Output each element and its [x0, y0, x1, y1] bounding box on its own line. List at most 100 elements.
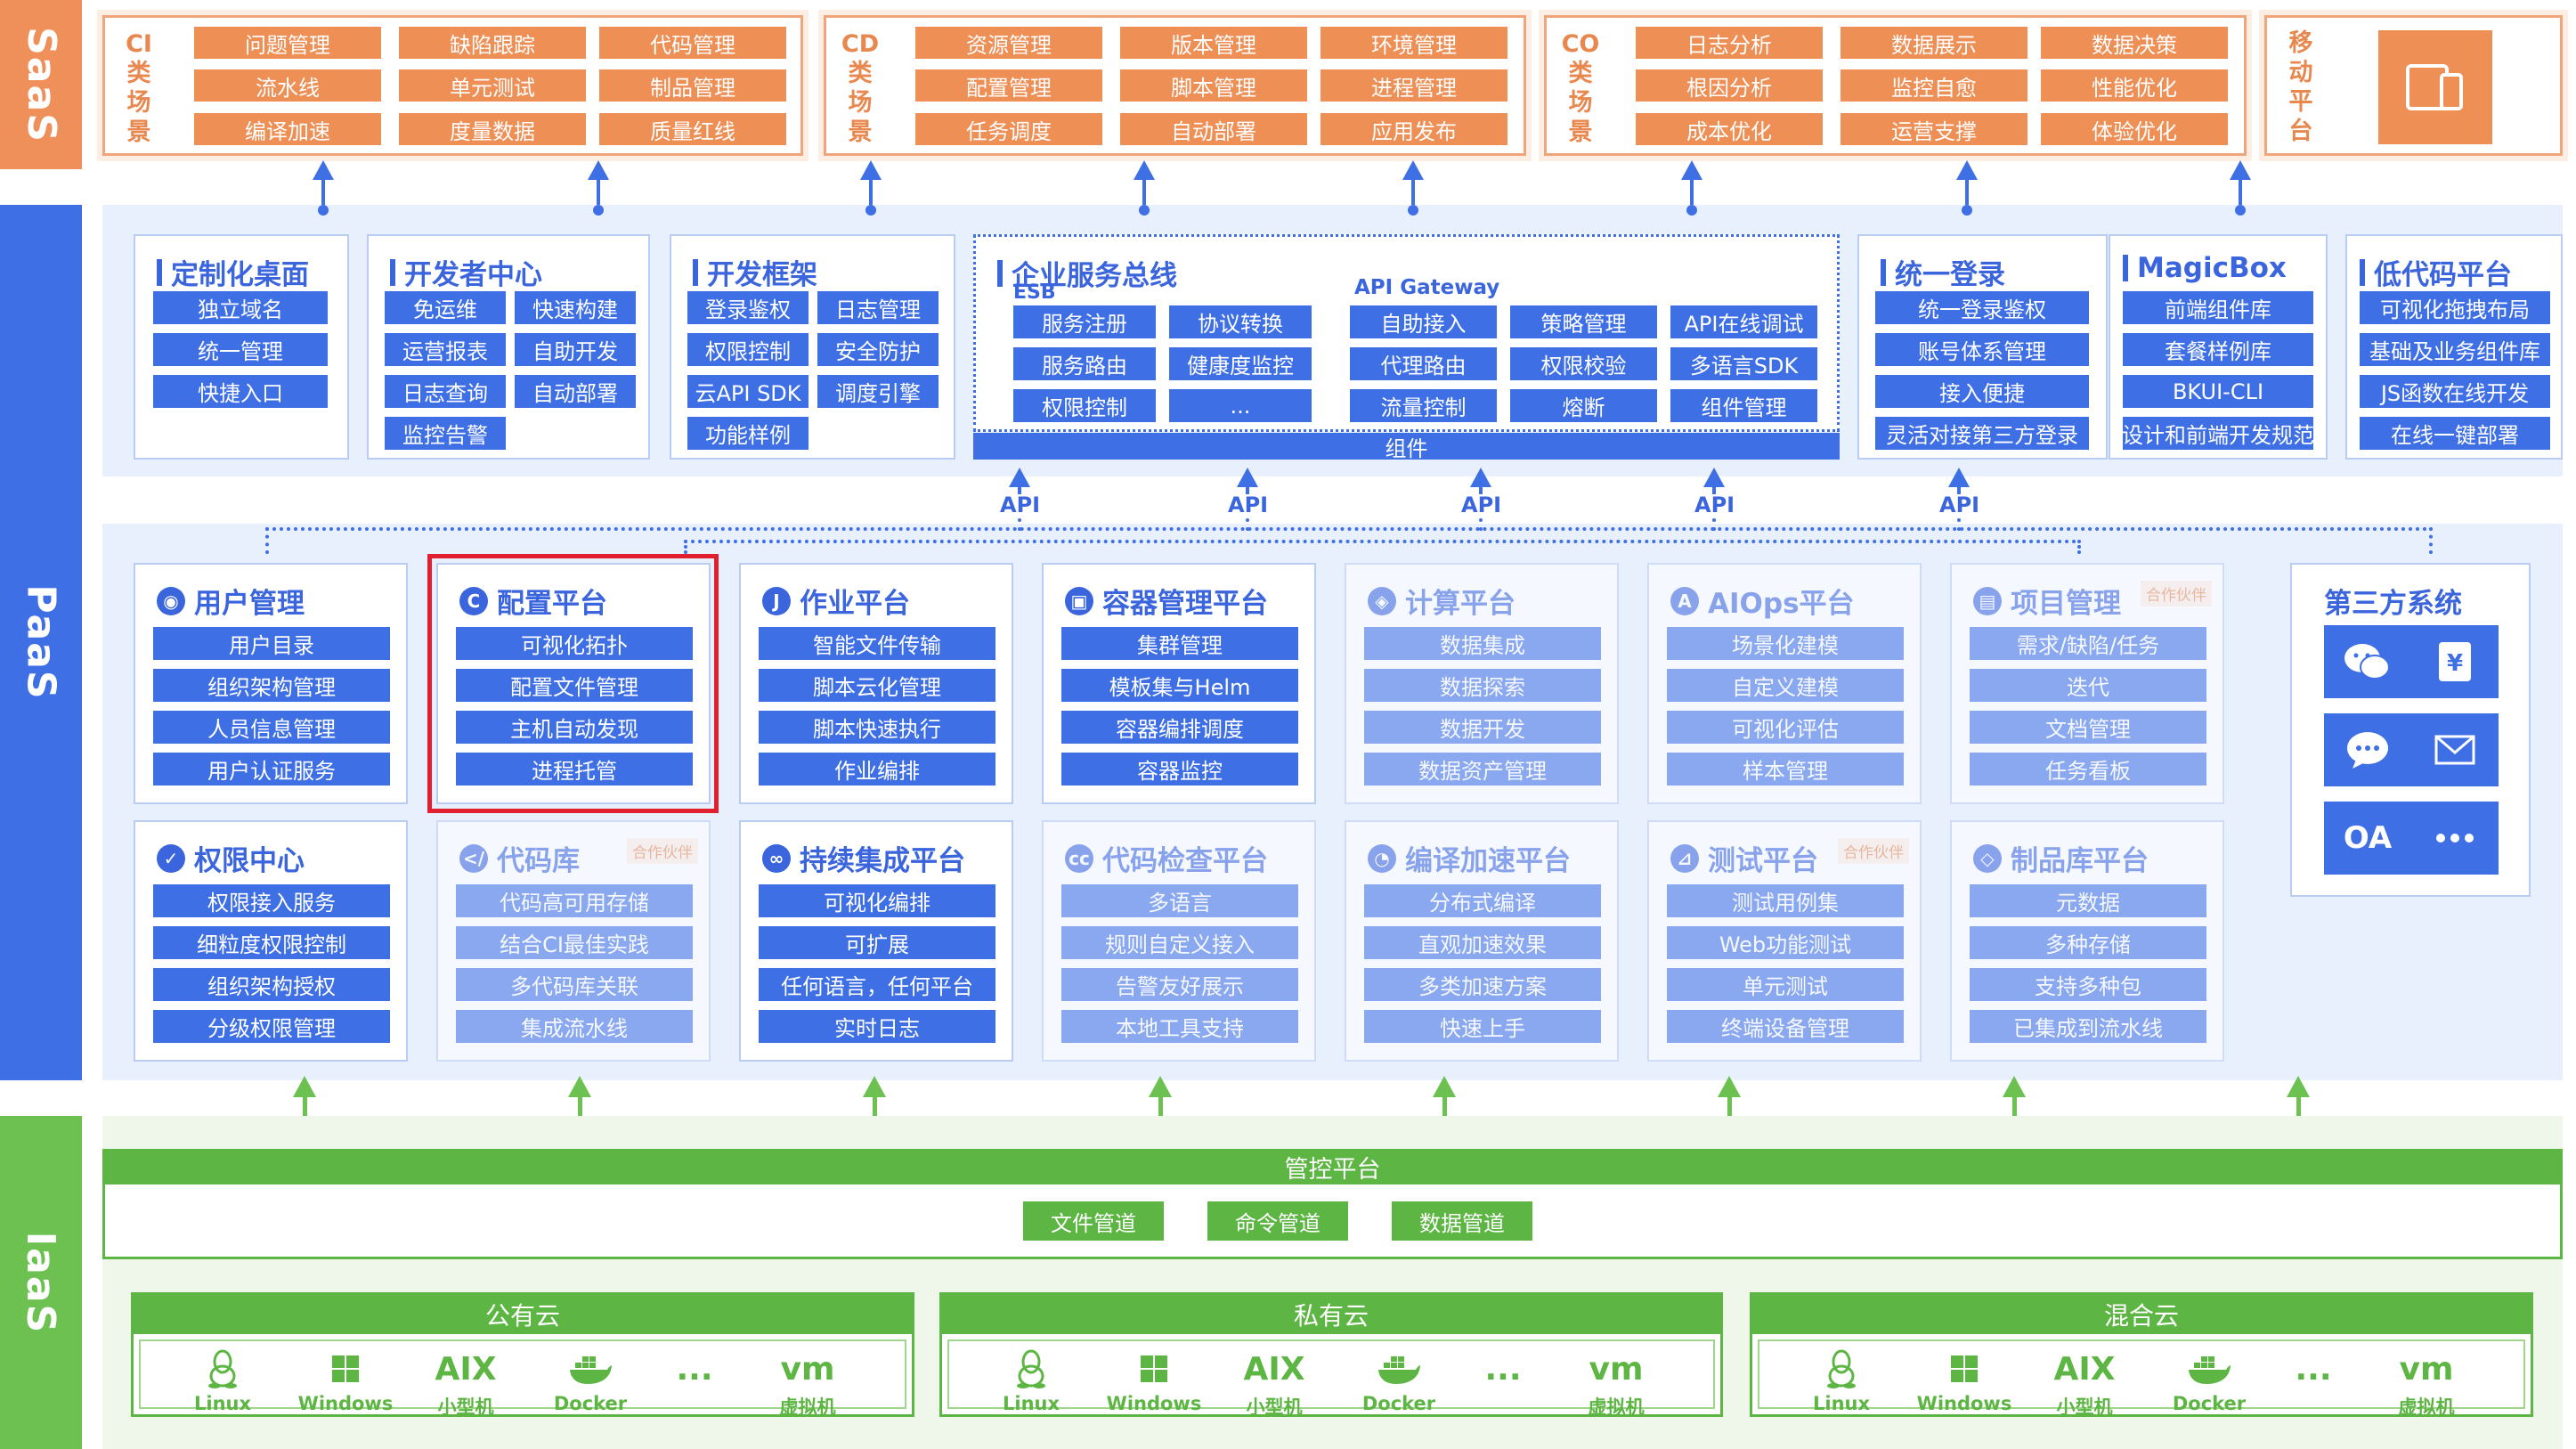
platform-item[interactable]: 迭代 — [1970, 669, 2206, 702]
framework-item[interactable]: 安全防护 — [817, 333, 939, 366]
platform-item[interactable]: 本地工具支持 — [1061, 1010, 1298, 1043]
gateway-item[interactable]: 流量控制 — [1350, 389, 1497, 422]
login-item[interactable]: 灵活对接第三方登录 — [1875, 417, 2089, 450]
platform-item[interactable]: 可扩展 — [759, 926, 995, 959]
platform-item[interactable]: 数据集成 — [1364, 627, 1601, 660]
co-scenario-item[interactable]: 性能优化 — [2041, 69, 2228, 102]
platform-item[interactable]: 需求/缺陷/任务 — [1970, 627, 2206, 660]
platform-item[interactable]: 多种存储 — [1970, 926, 2206, 959]
chat-icon[interactable] — [2324, 713, 2411, 786]
gateway-item[interactable]: 多语言SDK — [1670, 347, 1817, 380]
low-code-item[interactable]: 在线一键部署 — [2360, 417, 2550, 450]
dev-center-item[interactable]: 运营报表 — [385, 333, 506, 366]
login-item[interactable]: 统一登录鉴权 — [1875, 291, 2089, 324]
platform-item[interactable]: 自定义建模 — [1667, 669, 1904, 702]
cd-scenario-item[interactable]: 版本管理 — [1120, 27, 1307, 59]
platform-item[interactable]: 测试用例集 — [1667, 884, 1904, 917]
platform-item[interactable]: 任何语言，任何平台 — [759, 968, 995, 1001]
platform-item[interactable]: 元数据 — [1970, 884, 2206, 917]
co-scenario-item[interactable]: 成本优化 — [1636, 113, 1823, 145]
platform-item[interactable]: 快速上手 — [1364, 1010, 1601, 1043]
platform-item[interactable]: 多语言 — [1061, 884, 1298, 917]
magicbox-item[interactable]: 套餐样例库 — [2123, 333, 2313, 366]
desktop-item[interactable]: 独立域名 — [153, 291, 328, 324]
co-scenario-item[interactable]: 根因分析 — [1636, 69, 1823, 102]
platform-item[interactable]: 任务看板 — [1970, 753, 2206, 786]
esb-item[interactable]: 服务注册 — [1013, 305, 1156, 338]
platform-item[interactable]: 场景化建模 — [1667, 627, 1904, 660]
ci-scenario-item[interactable]: 度量数据 — [399, 113, 586, 145]
gateway-item[interactable]: 熔断 — [1510, 389, 1657, 422]
ci-scenario-item[interactable]: 编译加速 — [194, 113, 381, 145]
gateway-item[interactable]: 策略管理 — [1510, 305, 1657, 338]
pipe-chip[interactable]: 命令管道 — [1207, 1201, 1348, 1241]
framework-item[interactable]: 功能样例 — [687, 417, 809, 450]
platform-item[interactable]: 脚本快速执行 — [759, 711, 995, 744]
cd-scenario-item[interactable]: 脚本管理 — [1120, 69, 1307, 102]
framework-item[interactable]: 权限控制 — [687, 333, 809, 366]
platform-item[interactable]: 文档管理 — [1970, 711, 2206, 744]
desktop-item[interactable]: 统一管理 — [153, 333, 328, 366]
yen-icon[interactable]: ¥ — [2411, 625, 2499, 698]
platform-item[interactable]: 脚本云化管理 — [759, 669, 995, 702]
platform-item[interactable]: 结合CI最佳实践 — [456, 926, 693, 959]
platform-item[interactable]: 智能文件传输 — [759, 627, 995, 660]
low-code-item[interactable]: 基础及业务组件库 — [2360, 333, 2550, 366]
platform-item[interactable]: 告警友好展示 — [1061, 968, 1298, 1001]
pipe-chip[interactable]: 数据管道 — [1392, 1201, 1532, 1241]
platform-item[interactable]: 作业编排 — [759, 753, 995, 786]
platform-item[interactable]: 人员信息管理 — [153, 711, 390, 744]
cd-scenario-item[interactable]: 进程管理 — [1321, 69, 1507, 102]
dev-center-item[interactable]: 日志查询 — [385, 375, 506, 408]
cd-scenario-item[interactable]: 任务调度 — [915, 113, 1102, 145]
platform-item[interactable]: 容器监控 — [1061, 753, 1298, 786]
dev-center-item[interactable]: 免运维 — [385, 291, 506, 324]
desktop-item[interactable]: 快捷入口 — [153, 375, 328, 408]
platform-item[interactable]: 实时日志 — [759, 1010, 995, 1043]
esb-item[interactable]: 协议转换 — [1169, 305, 1312, 338]
platform-item[interactable]: 分布式编译 — [1364, 884, 1601, 917]
esb-item[interactable]: ... — [1169, 389, 1312, 422]
platform-item[interactable]: 终端设备管理 — [1667, 1010, 1904, 1043]
cd-scenario-item[interactable]: 资源管理 — [915, 27, 1102, 59]
platform-item[interactable]: 直观加速效果 — [1364, 926, 1601, 959]
login-item[interactable]: 接入便捷 — [1875, 375, 2089, 408]
ci-scenario-item[interactable]: 缺陷跟踪 — [399, 27, 586, 59]
platform-item[interactable]: 进程托管 — [456, 753, 693, 786]
ci-scenario-item[interactable]: 问题管理 — [194, 27, 381, 59]
platform-item[interactable]: 主机自动发现 — [456, 711, 693, 744]
platform-item[interactable]: 用户目录 — [153, 627, 390, 660]
co-scenario-item[interactable]: 日志分析 — [1636, 27, 1823, 59]
co-scenario-item[interactable]: 数据决策 — [2041, 27, 2228, 59]
dev-center-item[interactable]: 监控告警 — [385, 417, 506, 450]
cd-scenario-item[interactable]: 应用发布 — [1321, 113, 1507, 145]
cd-scenario-item[interactable]: 配置管理 — [915, 69, 1102, 102]
platform-item[interactable]: 数据探索 — [1364, 669, 1601, 702]
cd-scenario-item[interactable]: 环境管理 — [1321, 27, 1507, 59]
esb-item[interactable]: 权限控制 — [1013, 389, 1156, 422]
platform-item[interactable]: 单元测试 — [1667, 968, 1904, 1001]
more-icon[interactable] — [2411, 802, 2499, 875]
platform-item[interactable]: 用户认证服务 — [153, 753, 390, 786]
gateway-item[interactable]: 权限校验 — [1510, 347, 1657, 380]
magicbox-item[interactable]: BKUI-CLI — [2123, 375, 2313, 408]
co-scenario-item[interactable]: 运营支撑 — [1841, 113, 2027, 145]
framework-item[interactable]: 日志管理 — [817, 291, 939, 324]
platform-item[interactable]: 配置文件管理 — [456, 669, 693, 702]
magicbox-item[interactable]: 设计和前端开发规范 — [2122, 417, 2314, 450]
ci-scenario-item[interactable]: 制品管理 — [599, 69, 786, 102]
platform-item[interactable]: Web功能测试 — [1667, 926, 1904, 959]
platform-item[interactable]: 模板集与Helm — [1061, 669, 1298, 702]
mail-icon[interactable] — [2411, 713, 2499, 786]
platform-item[interactable]: 规则自定义接入 — [1061, 926, 1298, 959]
platform-item[interactable]: 支持多种包 — [1970, 968, 2206, 1001]
ci-scenario-item[interactable]: 代码管理 — [599, 27, 786, 59]
ci-scenario-item[interactable]: 质量红线 — [599, 113, 786, 145]
login-item[interactable]: 账号体系管理 — [1875, 333, 2089, 366]
platform-item[interactable]: 集群管理 — [1061, 627, 1298, 660]
gateway-item[interactable]: API在线调试 — [1670, 305, 1817, 338]
gateway-item[interactable]: 代理路由 — [1350, 347, 1497, 380]
platform-item[interactable]: 细粒度权限控制 — [153, 926, 390, 959]
dev-center-item[interactable]: 自助开发 — [515, 333, 636, 366]
platform-item[interactable]: 可视化评估 — [1667, 711, 1904, 744]
